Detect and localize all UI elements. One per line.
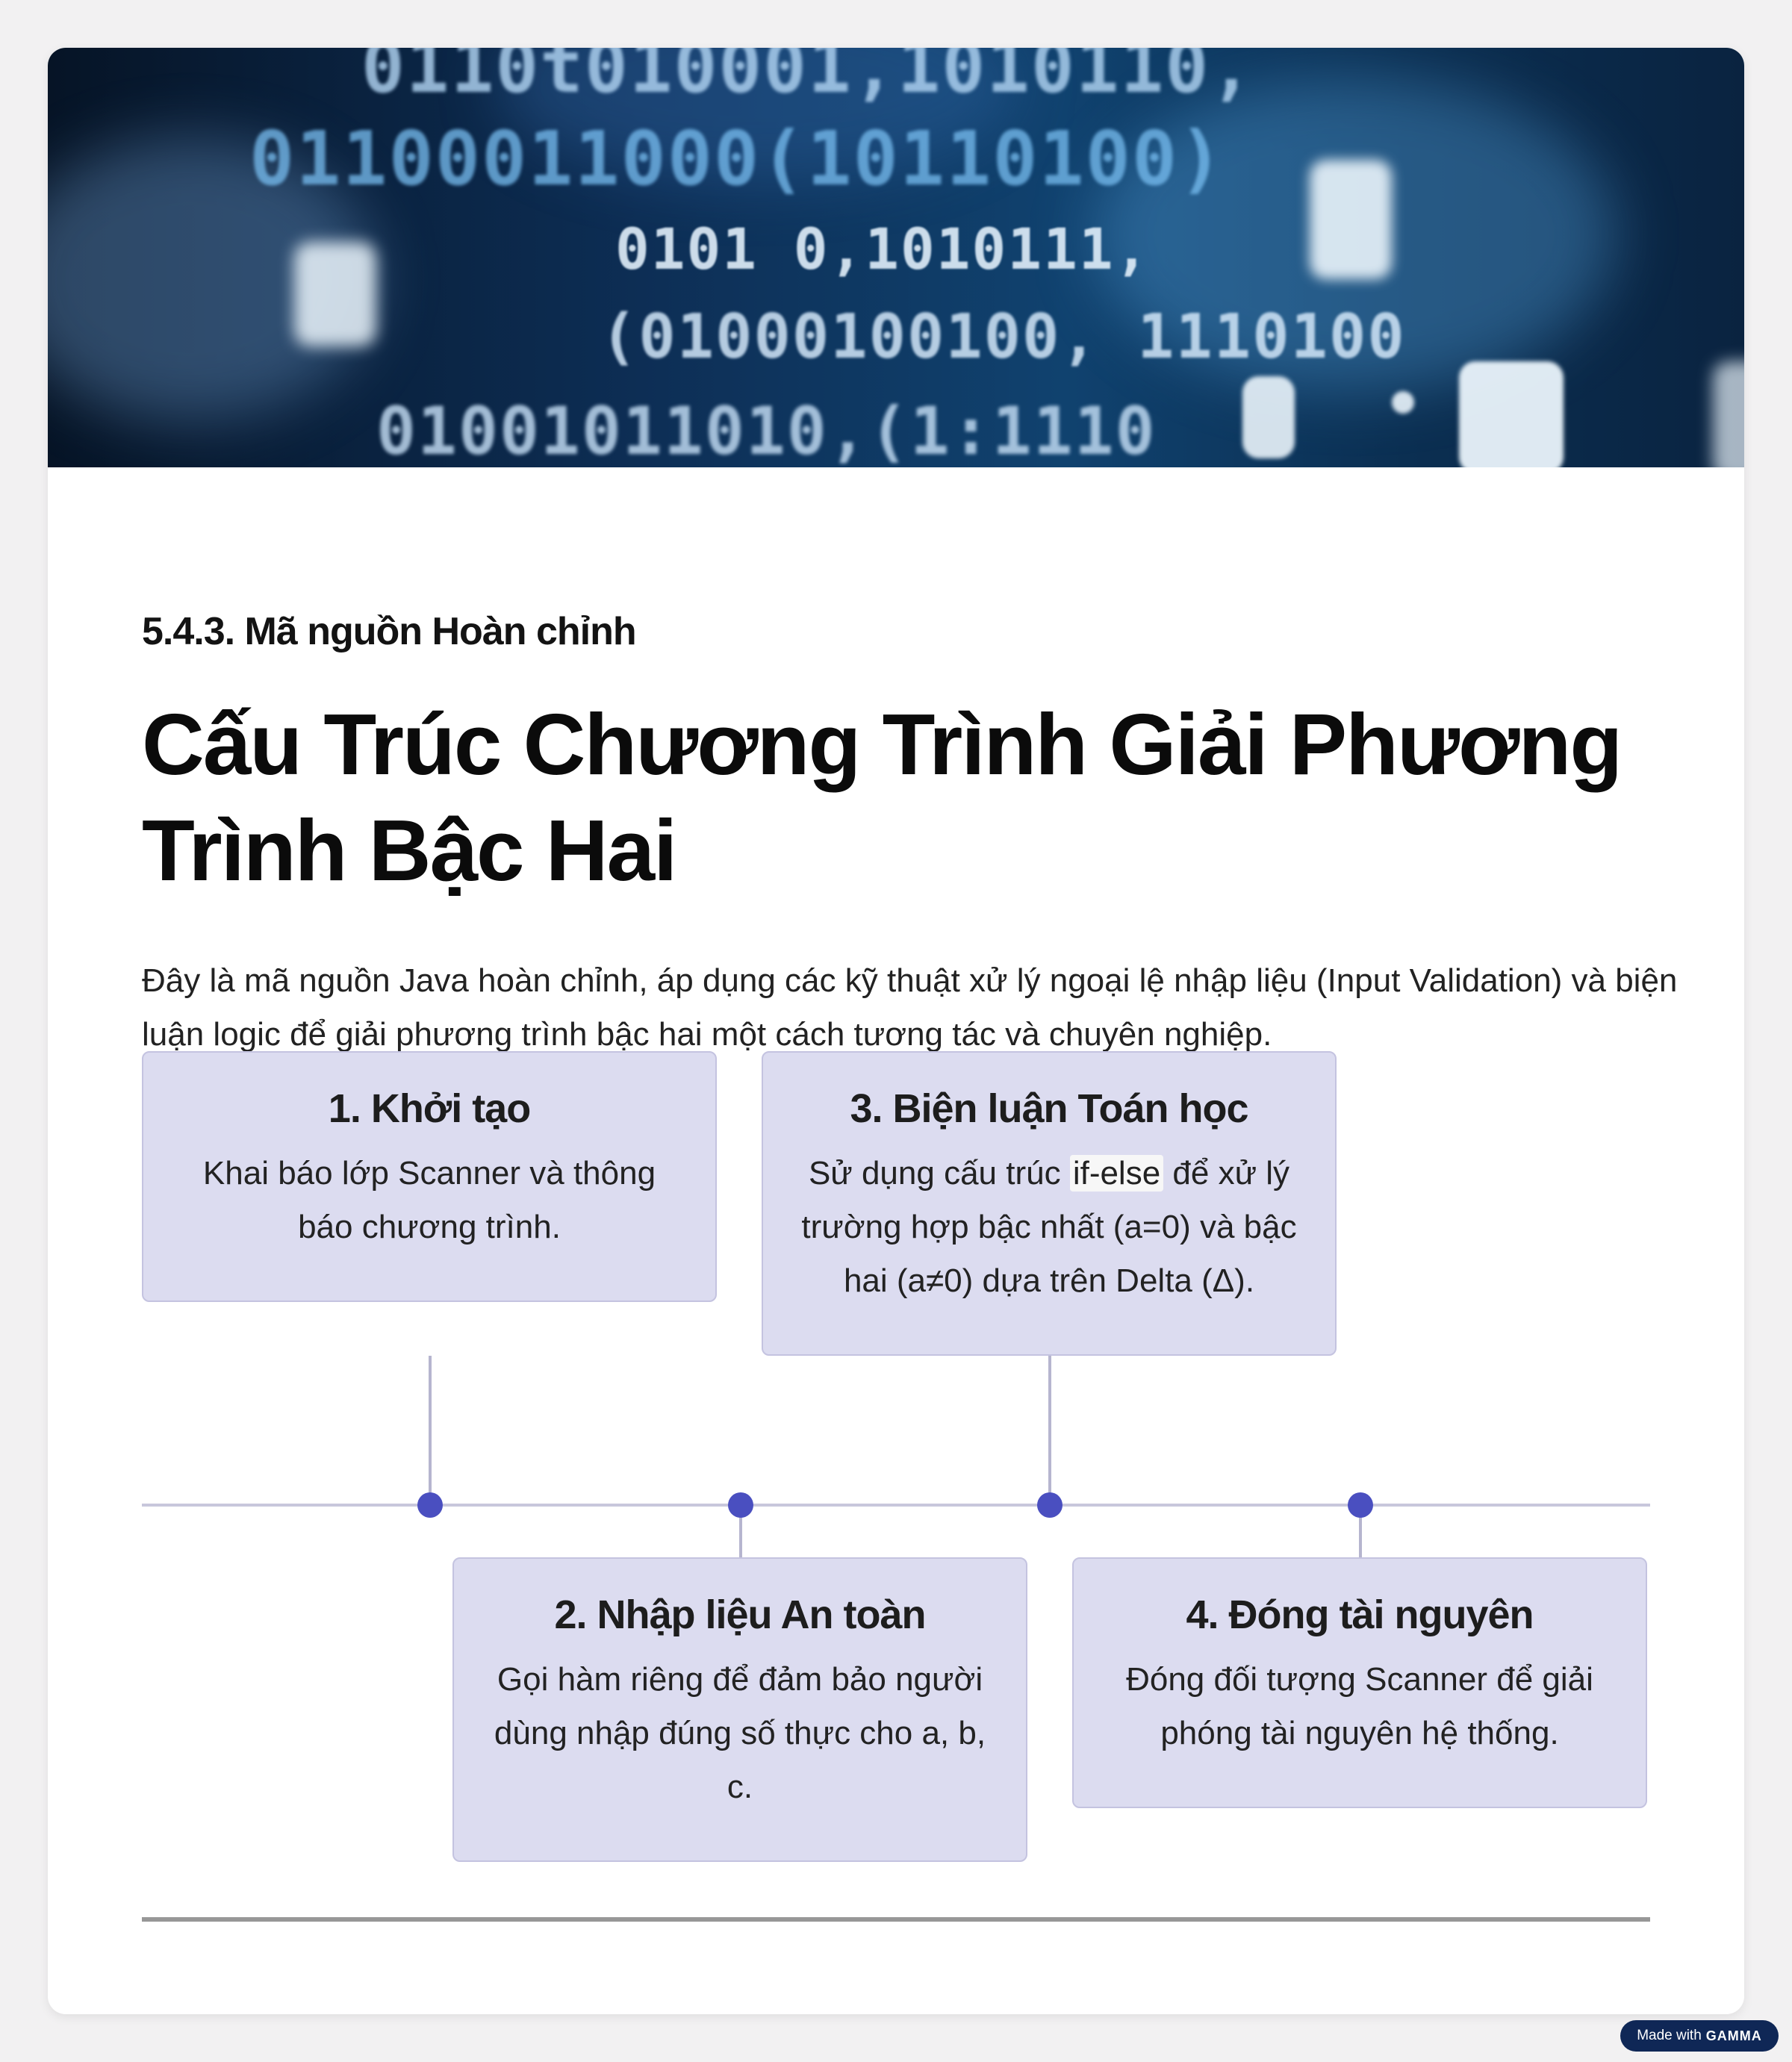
step-title: 3. Biện luận Toán học bbox=[850, 1086, 1248, 1131]
timeline-axis bbox=[142, 1504, 1650, 1507]
hero-binary-line: 01001011010,(1:1110 bbox=[376, 393, 1157, 467]
hero-binary-line: 01100011000(10110100) bbox=[249, 115, 1225, 202]
code-inline: if-else bbox=[1069, 1155, 1164, 1192]
step-text: Sử dụng cấu trúc if-else để xử lý trường… bbox=[793, 1147, 1305, 1308]
timeline-connector bbox=[1048, 1356, 1051, 1502]
timeline-dot bbox=[1348, 1492, 1373, 1518]
step-text: Khai báo lớp Scanner và thông báo chương… bbox=[202, 1155, 656, 1245]
step-text: Đóng đối tượng Scanner để giải phóng tài… bbox=[1126, 1661, 1593, 1751]
intro-paragraph: Đây là mã nguồn Java hoàn chỉnh, áp dụng… bbox=[142, 962, 1678, 1053]
timeline-dot bbox=[417, 1492, 443, 1518]
step-title: 4. Đóng tài nguyên bbox=[1186, 1592, 1534, 1637]
step-text-part: để xử lý trường hợp bậc nhất (a=0) và bậ… bbox=[801, 1155, 1297, 1299]
step-title: 2. Nhập liệu An toàn bbox=[554, 1592, 926, 1637]
section-number-heading: 5.4.3. Mã nguồn Hoàn chỉnh bbox=[142, 610, 637, 653]
timeline-dot bbox=[1037, 1492, 1063, 1518]
step-text-part: Sử dụng cấu trúc bbox=[808, 1155, 1070, 1192]
hero-binary-line: (01000100100, 1110100 bbox=[600, 302, 1406, 373]
timeline-connector bbox=[429, 1356, 432, 1502]
step-card-4: 4. Đóng tài nguyên Đóng đối tượng Scanne… bbox=[1072, 1557, 1647, 1808]
step-card-3: 3. Biện luận Toán học Sử dụng cấu trúc i… bbox=[762, 1051, 1337, 1356]
badge-prefix: Made with bbox=[1637, 2028, 1702, 2043]
page-title: Cấu Trúc Chương Trình Giải Phương Trình … bbox=[142, 696, 1623, 899]
step-card-1: 1. Khởi tạo Khai báo lớp Scanner và thôn… bbox=[142, 1051, 717, 1302]
step-text: Gọi hàm riêng để đảm bảo người dùng nhập… bbox=[494, 1661, 986, 1805]
timeline-dot bbox=[728, 1492, 753, 1518]
bottom-divider bbox=[142, 1917, 1650, 1922]
gamma-logo: GAMMA bbox=[1705, 2028, 1762, 2043]
hero-binary-line: 0110t010001,1010110, bbox=[361, 48, 1254, 109]
hero-image-binary-code: 0110t010001,1010110, 01100011000(1011010… bbox=[48, 48, 1744, 467]
step-title: 1. Khởi tạo bbox=[328, 1086, 531, 1131]
hero-binary-line: 0101 0,1010111, bbox=[615, 216, 1151, 282]
slide-card: 0110t010001,1010110, 01100011000(1011010… bbox=[48, 48, 1744, 2014]
made-with-gamma-badge[interactable]: Made with GAMMA bbox=[1620, 2020, 1779, 2052]
step-card-2: 2. Nhập liệu An toàn Gọi hàm riêng để đả… bbox=[452, 1557, 1027, 1862]
